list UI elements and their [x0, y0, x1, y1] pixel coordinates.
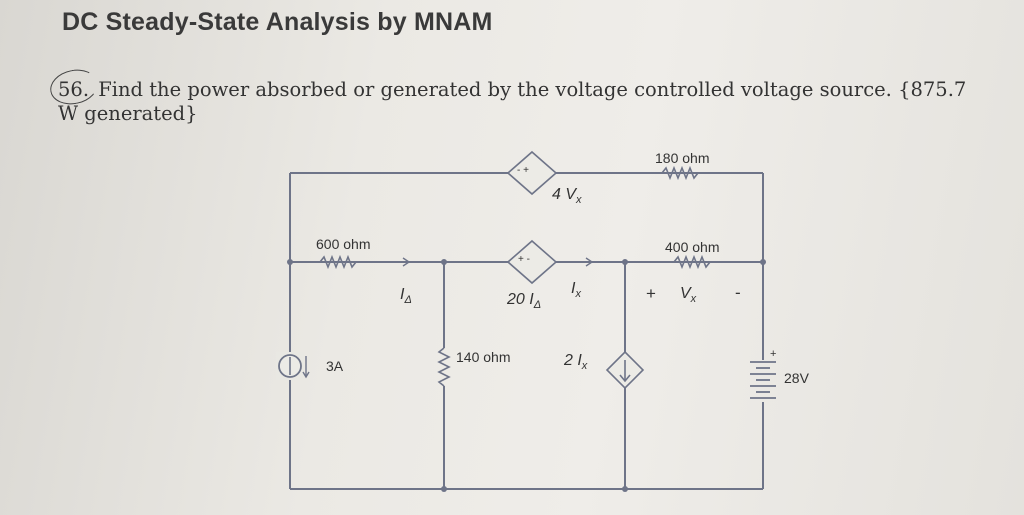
- arrow-i-x: [585, 257, 594, 267]
- label-vx-plus: +: [646, 284, 656, 303]
- label-28v: 28V: [784, 370, 809, 386]
- circuit-wires: [289, 172, 764, 490]
- problem-statement: 56. Find the power absorbed or generated…: [58, 78, 988, 126]
- resistor-140-ohm: [437, 347, 451, 387]
- label-180-ohm: 180 ohm: [655, 150, 710, 166]
- battery-28v: [750, 361, 776, 399]
- label-140-ohm: 140 ohm: [456, 349, 511, 365]
- junction-dots: [287, 259, 766, 492]
- resistor-600-ohm: [319, 254, 357, 270]
- label-ccvs-gain: 20 IΔ: [507, 291, 542, 312]
- label-600-ohm: 600 ohm: [316, 236, 371, 252]
- label-battery-plus: +: [770, 348, 777, 360]
- page-heading: DC Steady-State Analysis by MNAM: [62, 8, 493, 36]
- label-400-ohm: 400 ohm: [665, 239, 720, 255]
- label-i-x: Ix: [571, 280, 581, 301]
- arrow-i-delta: [402, 257, 411, 267]
- current-source-3a: [276, 352, 310, 380]
- label-vcvs-polarity: - +: [517, 165, 529, 176]
- label-i-delta: IΔ: [400, 286, 412, 307]
- label-ccvs-polarity: + -: [518, 254, 530, 265]
- vcvs-diamond: [506, 150, 558, 196]
- cccs-diamond: [605, 350, 645, 390]
- label-vx-minus: -: [735, 283, 741, 302]
- label-vx: Vx: [680, 285, 697, 306]
- resistor-180-ohm: [661, 165, 699, 181]
- resistor-400-ohm: [673, 254, 711, 270]
- label-vcvs-gain: 4 Vx: [552, 186, 582, 207]
- problem-text: Find the power absorbed or generated by …: [58, 78, 967, 125]
- problem-number: 56.: [58, 78, 90, 101]
- label-cccs-gain: 2 Ix: [564, 352, 588, 373]
- label-3a: 3A: [326, 358, 344, 374]
- ccvs-diamond: [506, 239, 558, 285]
